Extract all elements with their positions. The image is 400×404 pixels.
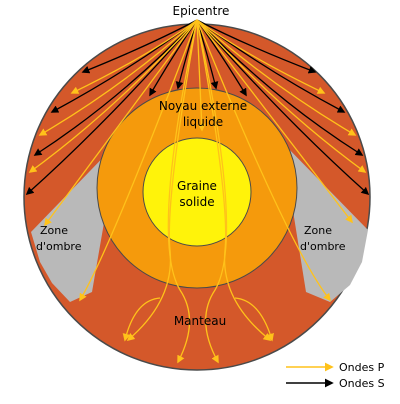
p-wave-ray (234, 297, 274, 342)
p-wave-ray (196, 19, 357, 136)
p-waves (28, 19, 367, 364)
shadow-zone-right (282, 142, 368, 302)
outer-core-label-line2: liquide (183, 115, 223, 129)
p-wave-ray (79, 19, 198, 302)
legend-s-wave-label: Ondes S (339, 377, 385, 390)
shadow-zone-left-label-line1: Zone (40, 224, 68, 237)
outer-core-label-line1: Noyau externe (159, 99, 247, 113)
inner-core-label-line2: solide (179, 195, 214, 209)
legend-p-wave-label: Ondes P (339, 361, 385, 374)
p-wave-ray (122, 297, 161, 342)
shadow-zone-left (31, 142, 118, 302)
p-wave-ray (196, 19, 367, 173)
p-wave-ray (38, 19, 198, 136)
shadow-zone-right-label-line1: Zone (304, 224, 332, 237)
p-wave-ray (126, 19, 198, 342)
s-wave-ray (196, 19, 364, 156)
p-wave-ray (44, 19, 198, 227)
p-wave-ray (196, 19, 272, 341)
p-wave-ray (196, 19, 206, 132)
p-wave-ray (70, 19, 198, 94)
p-wave-ray (196, 19, 228, 364)
shadow-zone-left-label-line2: d'ombre (36, 240, 82, 253)
s-wave-ray (25, 19, 198, 196)
p-wave-ray (196, 19, 353, 224)
s-wave-ray (196, 19, 370, 196)
shadow-zone-right-label-line2: d'ombre (300, 240, 346, 253)
p-wave-ray (196, 19, 331, 302)
p-wave-ray (196, 19, 326, 94)
epicentre-label: Epicentre (173, 4, 230, 18)
p-wave-ray (28, 19, 198, 173)
mantle-label: Manteau (174, 314, 226, 328)
legend: Ondes P Ondes S (286, 361, 385, 390)
s-wave-ray (196, 19, 317, 74)
s-wave-ray (81, 19, 198, 74)
s-wave-ray (33, 19, 198, 156)
p-wave-ray (167, 19, 198, 364)
inner-core-label-line1: Graine (177, 179, 217, 193)
